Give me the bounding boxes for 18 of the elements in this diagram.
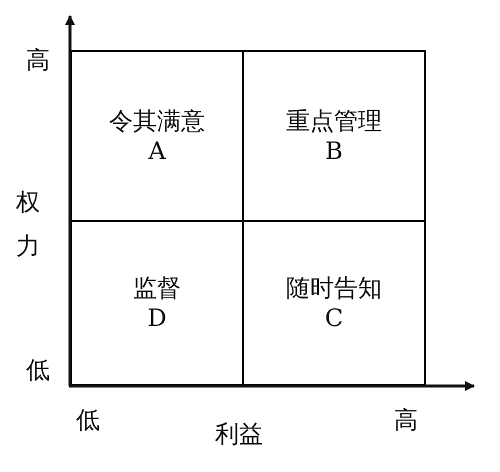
quadrant bbox=[70, 50, 244, 222]
quadrant-title: 重点管理 bbox=[286, 106, 382, 136]
quadrant-letter: B bbox=[325, 136, 343, 166]
quadrant-title: 随时告知 bbox=[286, 273, 382, 303]
quadrant-letter: A bbox=[148, 136, 166, 166]
quadrant bbox=[242, 50, 426, 222]
quadrant-title: 监督 bbox=[133, 273, 181, 303]
quadrant bbox=[242, 220, 426, 386]
axis-tick-label: 高 bbox=[394, 406, 418, 434]
axis-tick-label: 低 bbox=[76, 406, 100, 434]
quadrant bbox=[70, 220, 244, 386]
axis-title: 权力 bbox=[16, 187, 41, 262]
axis-title: 利益 bbox=[215, 420, 263, 448]
axis-tick-label: 高 bbox=[26, 46, 50, 74]
axis-tick-label: 低 bbox=[26, 356, 50, 384]
quadrant-title: 令其满意 bbox=[109, 106, 205, 136]
quadrant-letter: C bbox=[324, 303, 344, 333]
quadrant-letter: D bbox=[147, 303, 167, 333]
